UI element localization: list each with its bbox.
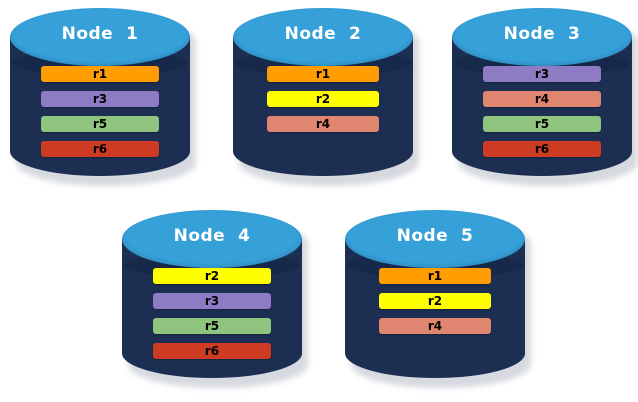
replica-list: r1 r3 r5 r6 bbox=[10, 66, 190, 166]
replica-bar-r6[interactable]: r6 bbox=[483, 141, 601, 157]
replica-bar-r2[interactable]: r2 bbox=[153, 268, 271, 284]
replica-label: r5 bbox=[92, 117, 108, 131]
replica-bar-r6[interactable]: r6 bbox=[153, 343, 271, 359]
replica-label: r1 bbox=[315, 67, 331, 81]
replica-label: r4 bbox=[534, 92, 550, 106]
node-title: Node 5 bbox=[396, 226, 474, 246]
replica-label: r2 bbox=[204, 269, 220, 283]
database-node-1[interactable]: Node 1 r1 r3 r5 r6 bbox=[10, 8, 196, 186]
replica-bar-r4[interactable]: r4 bbox=[483, 91, 601, 107]
replica-bar-r1[interactable]: r1 bbox=[41, 66, 159, 82]
cylinder-top-icon bbox=[10, 8, 190, 66]
replica-label: r4 bbox=[427, 319, 443, 333]
cylinder-top-icon bbox=[122, 210, 302, 268]
replica-bar-r1[interactable]: r1 bbox=[267, 66, 379, 82]
replica-label: r6 bbox=[534, 142, 550, 156]
database-node-3[interactable]: Node 3 r3 r4 r5 r6 bbox=[452, 8, 638, 186]
node-title: Node 4 bbox=[173, 226, 251, 246]
replica-label: r2 bbox=[427, 294, 443, 308]
node-title: Node 3 bbox=[503, 24, 581, 44]
replica-bar-r6[interactable]: r6 bbox=[41, 141, 159, 157]
replica-label: r3 bbox=[534, 67, 550, 81]
replica-label: r5 bbox=[534, 117, 550, 131]
replica-label: r5 bbox=[204, 319, 220, 333]
replica-label: r1 bbox=[92, 67, 108, 81]
replica-label: r1 bbox=[427, 269, 443, 283]
replica-list: r1 r2 r4 bbox=[233, 66, 413, 141]
replica-label: r3 bbox=[204, 294, 220, 308]
replica-bar-r5[interactable]: r5 bbox=[153, 318, 271, 334]
replica-label: r3 bbox=[92, 92, 108, 106]
replica-label: r6 bbox=[204, 344, 220, 358]
replica-label: r4 bbox=[315, 117, 331, 131]
cylinder-top-icon bbox=[452, 8, 632, 66]
replica-list: r3 r4 r5 r6 bbox=[452, 66, 632, 166]
database-node-4[interactable]: Node 4 r2 r3 r5 r6 bbox=[122, 210, 308, 388]
node-title: Node 2 bbox=[284, 24, 362, 44]
replica-bar-r3[interactable]: r3 bbox=[483, 66, 601, 82]
replica-bar-r3[interactable]: r3 bbox=[41, 91, 159, 107]
replica-bar-r4[interactable]: r4 bbox=[379, 318, 491, 334]
replica-bar-r2[interactable]: r2 bbox=[379, 293, 491, 309]
cylinder-top-icon bbox=[345, 210, 525, 268]
replica-bar-r5[interactable]: r5 bbox=[483, 116, 601, 132]
replica-bar-r3[interactable]: r3 bbox=[153, 293, 271, 309]
replica-bar-r4[interactable]: r4 bbox=[267, 116, 379, 132]
node-title: Node 1 bbox=[61, 24, 139, 44]
replica-bar-r5[interactable]: r5 bbox=[41, 116, 159, 132]
database-node-2[interactable]: Node 2 r1 r2 r4 bbox=[233, 8, 419, 186]
replica-list: r2 r3 r5 r6 bbox=[122, 268, 302, 368]
replica-label: r2 bbox=[315, 92, 331, 106]
replica-bar-r1[interactable]: r1 bbox=[379, 268, 491, 284]
replica-list: r1 r2 r4 bbox=[345, 268, 525, 343]
cylinder-top-icon bbox=[233, 8, 413, 66]
replica-label: r6 bbox=[92, 142, 108, 156]
database-node-5[interactable]: Node 5 r1 r2 r4 bbox=[345, 210, 531, 388]
replica-bar-r2[interactable]: r2 bbox=[267, 91, 379, 107]
